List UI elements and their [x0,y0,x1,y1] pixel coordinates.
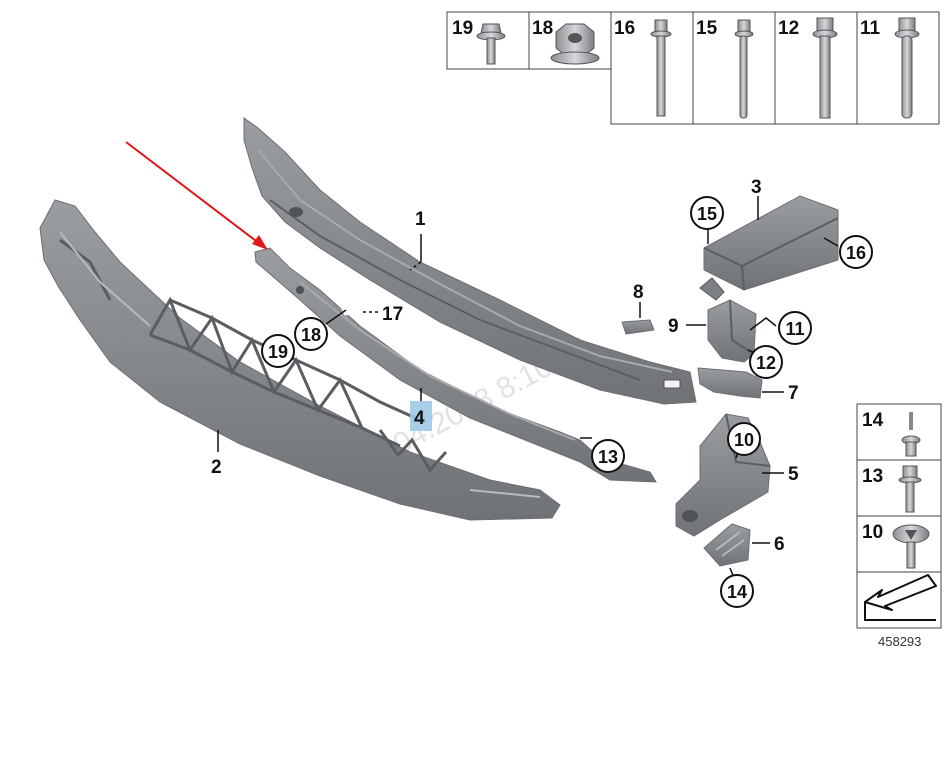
legend-label-16[interactable]: 16 [614,18,635,39]
part-7-guide[interactable] [697,367,763,399]
part-3-crash-box[interactable] [699,195,839,301]
legend-label-18[interactable]: 18 [532,18,553,39]
legend-label-14[interactable]: 14 [862,410,884,431]
callout-5[interactable]: 5 [788,464,799,485]
svg-text:13: 13 [598,447,618,467]
legend-label-19[interactable]: 19 [452,18,473,39]
screw-13-icon [898,465,922,513]
callout-12[interactable]: 12 [749,345,783,379]
nut-18-icon [550,23,600,65]
legend-label-13[interactable]: 13 [862,466,883,487]
svg-text:11: 11 [785,319,804,339]
part-1-bumper-carrier[interactable] [243,117,697,405]
screw-10-icon [892,524,930,569]
callout-17[interactable]: 17 [382,304,403,325]
callout-4-highlight[interactable]: 4 [410,401,432,431]
bolt-16-icon [650,19,672,117]
bolt-15-icon [734,19,754,119]
callout-1[interactable]: 1 [415,209,426,230]
svg-text:12: 12 [756,353,776,373]
callout-13[interactable]: 13 [591,439,625,473]
fastener-legend-top: 19 18 16 15 12 11 [446,11,940,125]
callout-16[interactable]: 16 [839,235,873,269]
part-2-lower-carrier[interactable] [39,199,561,521]
callout-14[interactable]: 14 [720,574,754,608]
callout-9[interactable]: 9 [668,316,679,337]
bolt-12-icon [812,17,838,119]
legend-label-12[interactable]: 12 [778,18,799,39]
legend-label-15[interactable]: 15 [696,18,718,39]
callout-3[interactable]: 3 [751,177,762,198]
callout-8[interactable]: 8 [633,282,644,303]
callout-11[interactable]: 11 [778,311,812,345]
part-6-cover[interactable] [703,523,751,567]
svg-text:15: 15 [697,204,717,224]
fastener-legend-right: 14 13 10 458293 [856,403,942,649]
svg-text:19: 19 [268,342,288,362]
bolt-19-icon [476,23,506,65]
svg-text:4: 4 [414,408,425,429]
part-8-clip[interactable] [621,319,655,335]
callout-19[interactable]: 19 [261,334,295,368]
callout-6[interactable]: 6 [774,534,785,555]
diagram-reference-number: 458293 [878,634,921,649]
callout-18[interactable]: 18 [294,317,328,351]
callout-2[interactable]: 2 [211,457,222,478]
red-pointer-arrow [125,141,268,250]
bolt-11-icon [894,17,920,119]
svg-text:14: 14 [727,582,747,602]
svg-text:18: 18 [301,325,321,345]
direction-arrow-icon [864,574,937,621]
part-9-bracket[interactable] [707,299,757,363]
legend-label-10[interactable]: 10 [862,522,883,543]
callout-15[interactable]: 15 [690,196,724,230]
callouts: 1 2 3 4 5 6 7 8 9 17 11 12 10 13 [211,177,873,608]
legend-label-11[interactable]: 11 [860,18,881,39]
svg-text:10: 10 [734,430,754,450]
rivet-14-icon [901,412,921,457]
svg-text:16: 16 [846,243,866,263]
callout-10[interactable]: 10 [727,422,761,456]
callout-7[interactable]: 7 [788,383,799,404]
